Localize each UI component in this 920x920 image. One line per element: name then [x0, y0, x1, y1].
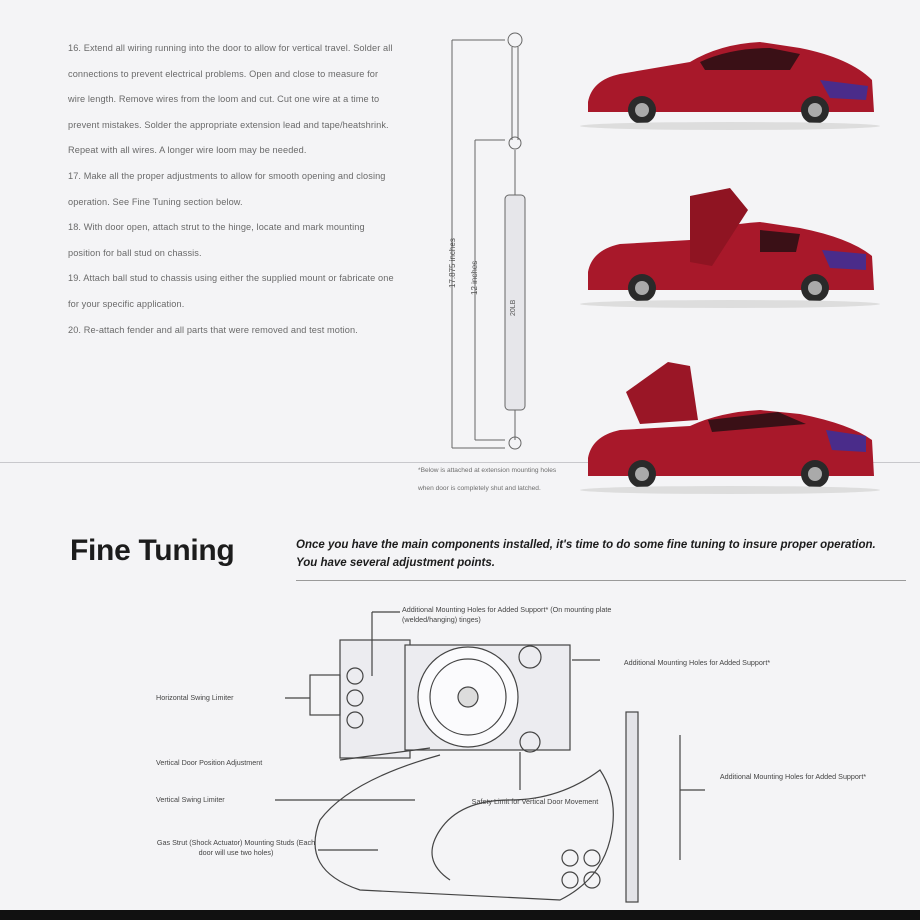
callout-vertical-door-position: Vertical Door Position Adjustment: [156, 758, 263, 767]
strut-long-dimension: 17.875 inches: [448, 238, 457, 288]
callout-right-upper-mounting-holes: Additional Mounting Holes for Added Supp…: [623, 658, 771, 667]
fine-tuning-header: Fine Tuning Once you have the main compo…: [0, 520, 920, 590]
fine-tuning-title: Fine Tuning: [70, 534, 235, 567]
callout-right-lower-mounting-holes: Additional Mounting Holes for Added Supp…: [719, 772, 867, 781]
car-closed: [580, 42, 880, 130]
step-20: 20. Re-attach fender and all parts that …: [68, 324, 358, 335]
callout-top-mounting-holes: Additional Mounting Holes for Added Supp…: [402, 605, 612, 624]
step-19: 19. Attach ball stud to chassis using ei…: [68, 273, 394, 309]
callout-gas-strut-studs: Gas Strut (Shock Actuator) Mounting Stud…: [156, 838, 316, 857]
paper-fold-line: [0, 462, 920, 463]
callout-horizontal-swing-limiter: Horizontal Swing Limiter: [156, 693, 234, 702]
callout-vertical-swing-limiter: Vertical Swing Limiter: [156, 795, 225, 804]
callout-safety-limit: Safety Limit for Vertical Door Movement: [471, 797, 599, 806]
scan-border: [0, 910, 920, 920]
car-door-up: [580, 188, 880, 308]
fine-tuning-intro: Once you have the main components instal…: [296, 539, 876, 569]
instruction-steps: 16. Extend all wiring running into the d…: [68, 36, 398, 343]
section-divider: [296, 580, 906, 581]
strut-note: *Below is attached at extension mounting…: [418, 467, 557, 492]
car-hood-up: [580, 362, 880, 494]
step-17: 17. Make all the proper adjustments to a…: [68, 170, 386, 207]
step-18: 18. With door open, attach strut to the …: [68, 222, 365, 258]
strut-short-dimension: 12 inches: [470, 260, 479, 295]
hinge-diagram: [275, 611, 705, 903]
strut-body-label: 20LB: [510, 299, 517, 316]
strut-diagram: [451, 32, 526, 450]
step-16: 16. Extend all wiring running into the d…: [68, 43, 393, 156]
